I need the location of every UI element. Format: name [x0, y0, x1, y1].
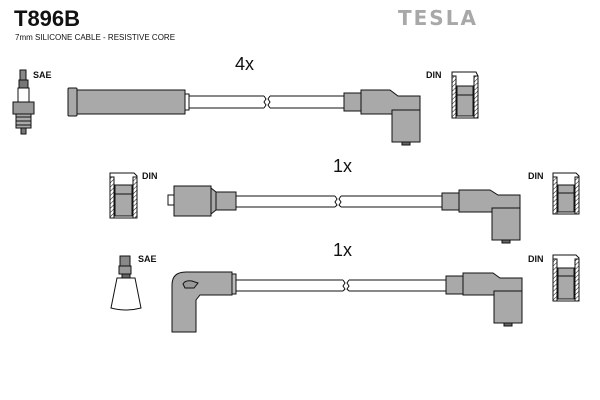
sae-terminal-icon	[110, 255, 142, 311]
set-2-right-terminal-label: DIN	[528, 171, 544, 181]
set-1-straight-boot	[67, 87, 190, 117]
set-2-straight-boot	[167, 185, 237, 217]
brand-logo: TESLA	[398, 6, 478, 30]
set-2-angled-boot	[441, 189, 521, 244]
set-3-right-terminal-label: DIN	[528, 254, 544, 264]
din-socket-icon	[552, 254, 580, 302]
din-socket-icon	[552, 172, 580, 215]
spark-plug-icon	[12, 69, 35, 135]
part-number: T896B	[14, 6, 81, 31]
cable-description: 7mm SILICONE CABLE - RESISTIVE CORE	[15, 33, 176, 42]
set-1-cable	[189, 95, 344, 109]
set-1-right-terminal-label: DIN	[426, 70, 442, 80]
set-2-cable	[236, 195, 442, 208]
din-socket-icon	[109, 172, 138, 219]
set-1-left-terminal-label: SAE	[33, 70, 52, 80]
set-1-quantity: 4x	[235, 54, 255, 74]
set-3-angled-boot	[171, 271, 237, 333]
set-2-quantity: 1x	[333, 156, 353, 176]
set-3-left-terminal-label: SAE	[138, 254, 157, 264]
set-3-cable	[236, 279, 446, 292]
set-2-left-terminal-label: DIN	[142, 171, 158, 181]
set-3-quantity: 1x	[333, 240, 353, 260]
set-1-angled-boot	[343, 89, 421, 146]
din-socket-icon	[451, 71, 479, 119]
set-3-angled-boot-right	[445, 272, 523, 327]
